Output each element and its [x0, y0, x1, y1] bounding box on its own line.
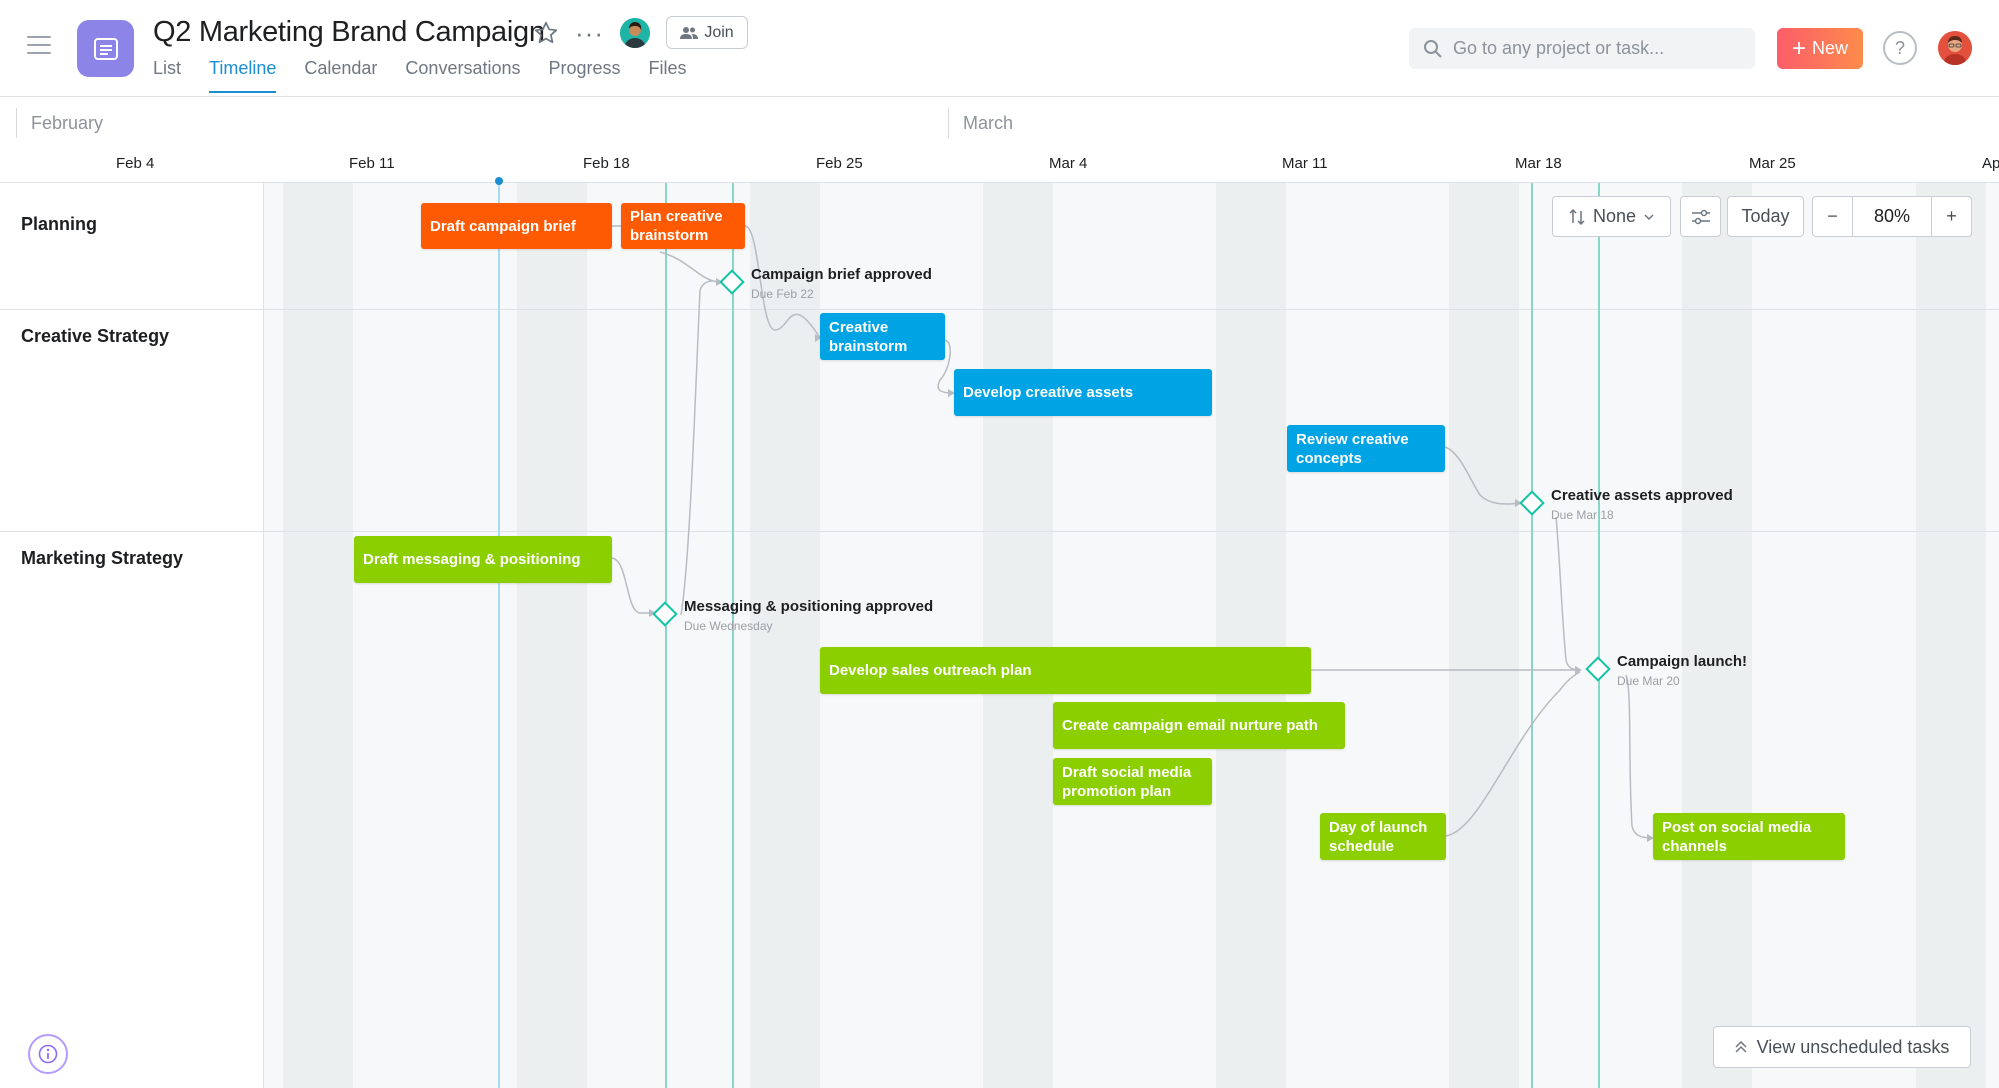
section-divider	[0, 309, 1999, 310]
zoom-out-button[interactable]: −	[1812, 196, 1853, 237]
info-icon[interactable]	[28, 1034, 68, 1074]
today-line	[498, 183, 500, 1088]
tab-timeline[interactable]: Timeline	[209, 58, 277, 93]
people-icon	[680, 26, 699, 39]
join-button[interactable]: Join	[666, 16, 748, 49]
task-bar[interactable]: Day of launch schedule	[1320, 813, 1446, 860]
weekend-stripe	[1682, 183, 1752, 1088]
section-divider	[0, 531, 1999, 532]
weekend-stripe	[1449, 183, 1519, 1088]
sort-icon	[1569, 208, 1585, 225]
project-title[interactable]: Q2 Marketing Brand Campaign	[153, 16, 545, 48]
more-options-icon[interactable]: ···	[575, 18, 604, 48]
week-label: Feb 18	[583, 155, 630, 172]
weekend-stripe	[750, 183, 820, 1088]
month-label: February	[16, 108, 103, 138]
week-label: Feb 11	[349, 155, 395, 172]
new-label: New	[1812, 38, 1849, 58]
plus-icon: +	[1791, 34, 1806, 62]
milestone-due: Due Mar 18	[1551, 508, 1614, 522]
today-button[interactable]: Today	[1727, 196, 1804, 237]
section-column	[0, 183, 264, 1088]
task-bar[interactable]: Draft social media promotion plan	[1053, 758, 1212, 805]
sort-label: None	[1592, 206, 1637, 226]
section-marketing-strategy[interactable]: Marketing Strategy	[21, 548, 184, 568]
milestone-line	[1531, 183, 1533, 1088]
month-header: February March	[0, 108, 1999, 138]
task-bar[interactable]: Create campaign email nurture path	[1053, 702, 1345, 749]
task-bar[interactable]: Post on social media channels	[1653, 813, 1845, 860]
weekend-stripe	[983, 183, 1053, 1088]
filter-settings-icon[interactable]	[1680, 196, 1721, 237]
milestone-line	[1598, 183, 1600, 1088]
task-bar[interactable]: Plan creative brainstorm	[621, 203, 745, 249]
weekend-stripe	[517, 183, 587, 1088]
week-label: Mar 18	[1515, 155, 1562, 172]
view-unscheduled-button[interactable]: View unscheduled tasks	[1713, 1026, 1971, 1068]
milestone-due: Due Wednesday	[684, 619, 773, 633]
task-bar[interactable]: Draft campaign brief	[421, 203, 612, 249]
milestone-label[interactable]: Campaign brief approved	[751, 266, 932, 283]
tab-progress[interactable]: Progress	[548, 58, 621, 78]
new-button[interactable]: + New	[1777, 28, 1863, 69]
milestone-due: Due Feb 22	[751, 287, 814, 301]
week-label: Feb 25	[816, 155, 863, 172]
task-bar[interactable]: Review creative concepts	[1287, 425, 1445, 472]
project-list-icon	[77, 20, 134, 77]
milestone-label[interactable]: Creative assets approved	[1551, 487, 1733, 504]
help-icon[interactable]: ?	[1883, 31, 1917, 65]
week-label: Mar 25	[1749, 155, 1796, 172]
week-label: Mar 11	[1282, 155, 1328, 172]
zoom-level: 80%	[1853, 196, 1931, 237]
month-label: March	[948, 108, 1013, 138]
star-icon[interactable]	[533, 20, 559, 46]
section-planning[interactable]: Planning	[21, 214, 97, 234]
timeline-grid	[264, 183, 1999, 1088]
weekend-stripe	[283, 183, 353, 1088]
top-bar: Q2 Marketing Brand Campaign ··· Join Lis…	[0, 0, 1999, 97]
task-bar[interactable]: Draft messaging & positioning	[354, 536, 612, 583]
unscheduled-label: View unscheduled tasks	[1756, 1036, 1950, 1057]
week-header: Feb 4 Feb 11 Feb 18 Feb 25 Mar 4 Mar 11 …	[0, 155, 1999, 181]
milestone-due: Due Mar 20	[1617, 674, 1680, 688]
chevron-down-icon	[1644, 213, 1654, 220]
tab-calendar[interactable]: Calendar	[304, 58, 378, 78]
weekend-stripe	[1216, 183, 1286, 1088]
join-label: Join	[704, 23, 734, 41]
hamburger-menu-icon[interactable]	[27, 36, 51, 56]
milestone-label[interactable]: Campaign launch!	[1617, 653, 1748, 670]
avatar[interactable]	[618, 16, 652, 50]
zoom-in-button[interactable]: +	[1931, 196, 1972, 237]
search-icon	[1424, 39, 1442, 58]
weekend-stripe	[1916, 183, 1986, 1088]
search-input[interactable]: Go to any project or task...	[1409, 28, 1755, 69]
project-tabs: List Timeline Calendar Conversations Pro…	[153, 58, 715, 93]
milestone-line	[665, 183, 667, 1088]
search-placeholder: Go to any project or task...	[1453, 38, 1665, 58]
double-chevron-up-icon	[1735, 1040, 1747, 1053]
week-label: Feb 4	[116, 155, 155, 172]
tab-files[interactable]: Files	[648, 58, 687, 78]
milestone-label[interactable]: Messaging & positioning approved	[684, 598, 934, 615]
divider	[0, 182, 1999, 183]
task-bar[interactable]: Develop creative assets	[954, 369, 1212, 416]
task-bar[interactable]: Develop sales outreach plan	[820, 647, 1311, 694]
week-label: Ap	[1982, 155, 1999, 172]
tab-list[interactable]: List	[153, 58, 182, 78]
week-label: Mar 4	[1049, 155, 1088, 172]
tab-conversations[interactable]: Conversations	[405, 58, 521, 78]
milestone-line	[732, 183, 734, 1088]
user-avatar[interactable]	[1938, 31, 1972, 65]
sort-dropdown[interactable]: None	[1552, 196, 1671, 237]
task-bar[interactable]: Creative brainstorm	[820, 313, 945, 360]
today-marker	[495, 177, 503, 185]
section-creative-strategy[interactable]: Creative Strategy	[21, 326, 170, 346]
